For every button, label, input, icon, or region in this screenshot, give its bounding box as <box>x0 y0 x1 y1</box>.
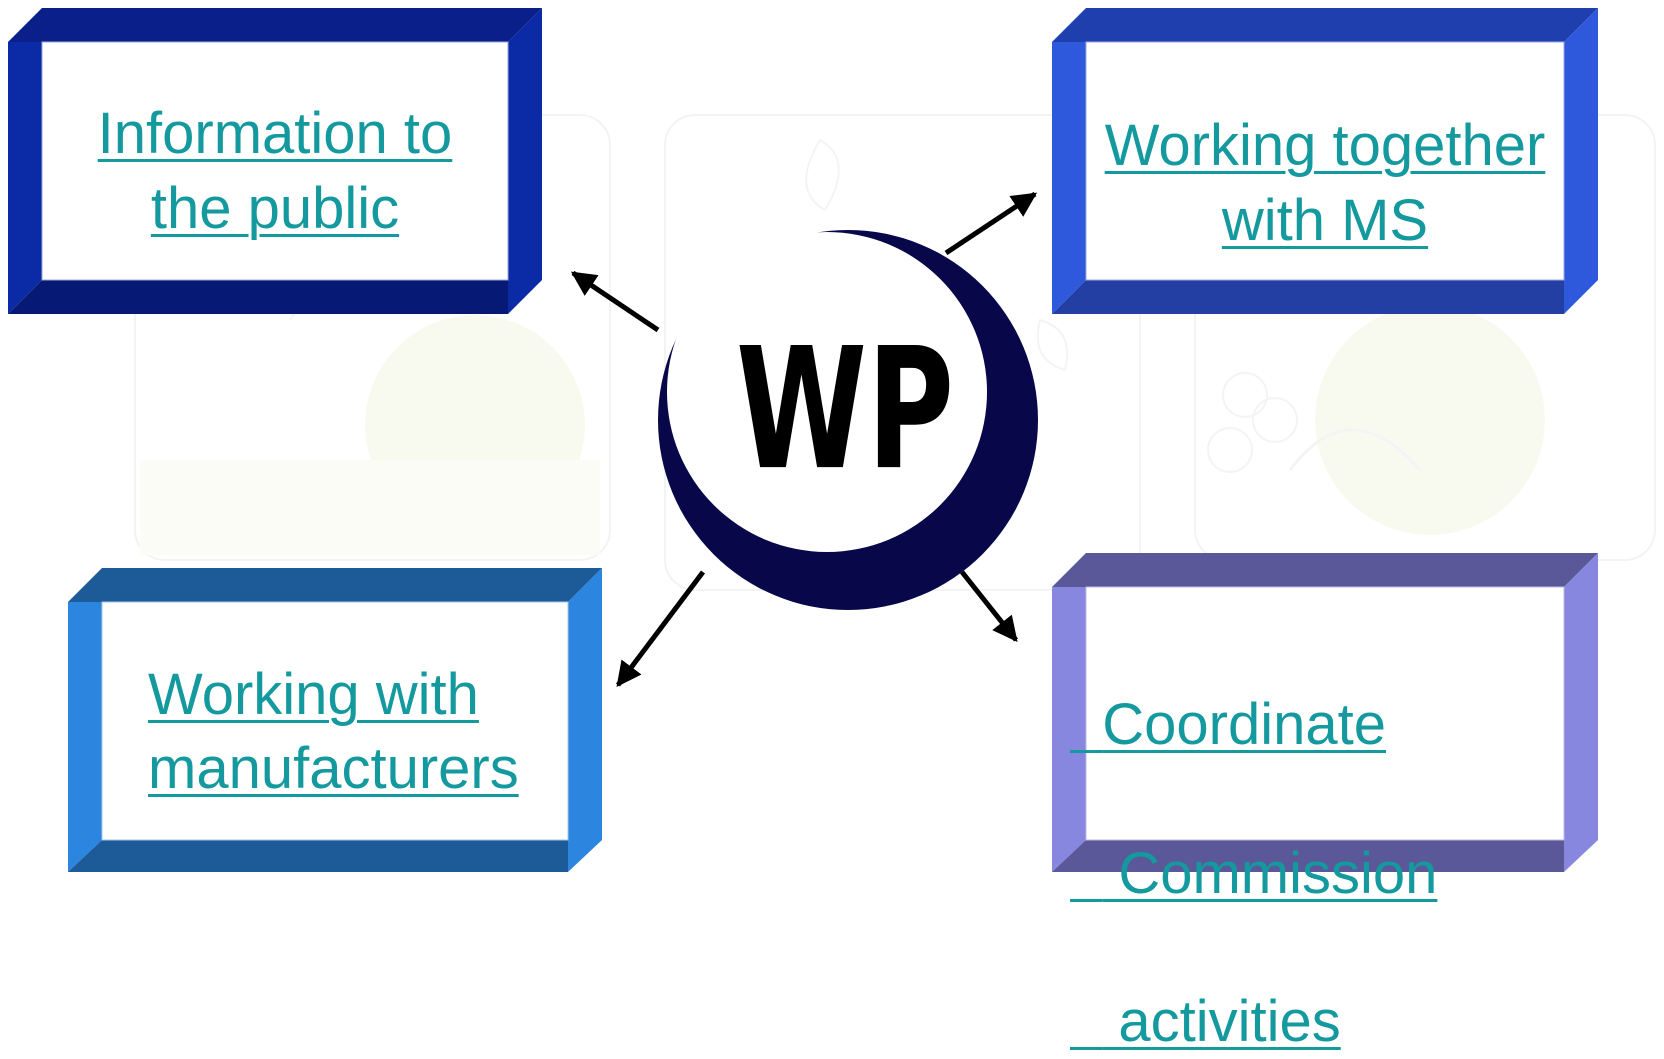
box-information-to-the-public <box>8 8 542 314</box>
box-working-together-with-ms <box>1052 8 1598 314</box>
box-working-with-manufacturers <box>68 568 602 872</box>
arrow-to-information <box>570 270 660 333</box>
link-line: Information to <box>97 101 453 166</box>
link-coordinate-commission-activities[interactable]: Coordinate Commission activities <box>1070 614 1437 1059</box>
box-coordinate-commission-activities <box>1052 553 1598 872</box>
wp-hub: WP <box>658 230 1038 610</box>
link-line: activities <box>1102 989 1341 1055</box>
link-information-to-the-public[interactable]: Information to the public <box>42 96 508 247</box>
link-working-with-manufacturers[interactable]: Working with manufacturers <box>148 658 519 806</box>
link-line: manufacturers <box>148 736 519 802</box>
wp-logo: WP <box>736 313 954 508</box>
diagram-canvas: WP <box>8 8 1656 872</box>
link-working-together-with-ms[interactable]: Working together with MS <box>1086 108 1564 259</box>
link-line: Commission <box>1102 840 1438 906</box>
svg-text:WP: WP <box>736 313 954 508</box>
link-line: Working together <box>1104 113 1546 178</box>
connectors <box>570 191 1038 687</box>
link-line: Coordinate <box>1102 692 1386 758</box>
link-line: the public <box>150 176 400 242</box>
arrow-to-coordinate <box>960 570 1018 642</box>
arrow-to-manufacturers <box>616 570 705 687</box>
link-line: Working with <box>148 662 479 727</box>
arrow-to-working-together <box>944 191 1038 256</box>
link-line: with MS <box>1221 188 1429 254</box>
